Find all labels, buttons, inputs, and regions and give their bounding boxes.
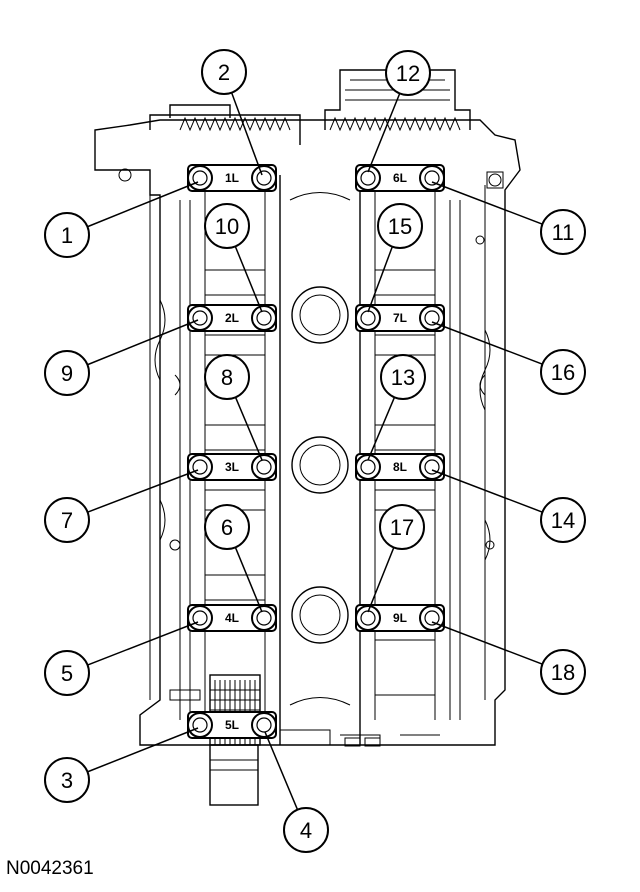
cap-label: 3L	[225, 460, 239, 474]
callout-number: 16	[551, 360, 575, 385]
callout-17: 17	[367, 504, 425, 613]
cap-label: 7L	[393, 311, 407, 325]
callout-leader	[431, 321, 543, 365]
callout-10: 10	[204, 203, 263, 313]
bearing-cap-5l: 5L	[187, 711, 277, 739]
cylinder-head-outline	[94, 69, 521, 806]
callout-number: 6	[221, 515, 233, 540]
callout-number: 3	[61, 768, 73, 793]
figure-id-label: N0042361	[6, 858, 94, 879]
callout-number: 10	[215, 214, 239, 239]
callout-14: 14	[431, 469, 586, 543]
callout-number: 11	[552, 220, 575, 245]
callout-number: 5	[61, 661, 73, 686]
callout-2: 2	[201, 49, 263, 176]
callout-number: 8	[221, 365, 233, 390]
callout-7: 7	[44, 469, 199, 543]
callout-leader	[87, 469, 199, 513]
callout-5: 5	[44, 621, 199, 696]
callout-leader	[230, 92, 263, 176]
callout-leader	[234, 396, 263, 461]
bearing-cap-3l: 3L	[187, 453, 277, 481]
callout-leader	[264, 731, 299, 810]
callout-number: 15	[388, 214, 412, 239]
callout-leader	[431, 181, 543, 225]
callout-16: 16	[431, 321, 586, 395]
cap-label: 2L	[225, 311, 239, 325]
bearing-cap-8l: 8L	[355, 453, 445, 481]
callout-number: 7	[61, 508, 73, 533]
bearing-cap-7l: 7L	[355, 304, 445, 332]
callout-3: 3	[44, 727, 199, 803]
callout-number: 14	[551, 508, 575, 533]
callout-leader	[367, 547, 395, 613]
callout-8: 8	[204, 354, 263, 461]
callout-leader	[87, 621, 199, 666]
cap-label: 8L	[393, 460, 407, 474]
callout-11: 11	[431, 181, 586, 255]
callout-leader	[367, 93, 401, 173]
cap-label: 5L	[225, 718, 239, 732]
callout-number: 12	[396, 61, 420, 86]
bearing-cap-9l: 9L	[355, 604, 445, 632]
bearing-cap-2l: 2L	[187, 304, 277, 332]
callout-leader	[234, 246, 263, 313]
callout-1: 1	[44, 181, 199, 258]
cap-label: 1L	[225, 171, 239, 185]
callout-4: 4	[264, 731, 329, 853]
callout-number: 1	[61, 223, 73, 248]
callout-leader	[87, 319, 199, 366]
callout-9: 9	[44, 319, 199, 396]
cap-label: 9L	[393, 611, 407, 625]
callout-number: 4	[300, 818, 312, 843]
callout-number: 17	[390, 515, 414, 540]
cap-label: 6L	[393, 171, 407, 185]
cap-label: 4L	[225, 611, 239, 625]
callout-leader	[87, 727, 199, 773]
callout-18: 18	[431, 621, 586, 695]
callout-leader	[431, 621, 543, 665]
callout-number: 18	[551, 660, 575, 685]
bearing-cap-1l: 1L	[187, 164, 277, 192]
callout-number: 13	[391, 365, 415, 390]
callout-13: 13	[367, 354, 426, 461]
callout-15: 15	[367, 203, 423, 313]
callout-leader	[367, 396, 396, 461]
bearing-cap-4l: 4L	[187, 604, 277, 632]
callout-number: 2	[218, 60, 230, 85]
callout-number: 9	[61, 361, 73, 386]
callout-leader	[87, 181, 199, 228]
callout-6: 6	[204, 504, 263, 613]
callout-12: 12	[367, 50, 431, 173]
bearing-caps: 1L 2L 3L 4L 5L 6L 7L 8L 9L	[187, 164, 445, 739]
callout-leader	[367, 246, 394, 313]
callout-leader	[431, 469, 543, 513]
callout-leader	[234, 547, 263, 613]
